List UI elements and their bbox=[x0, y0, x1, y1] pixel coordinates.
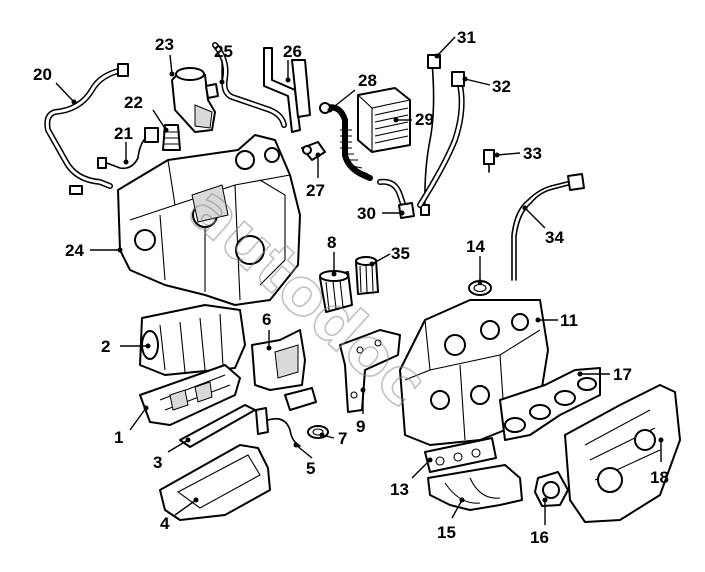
callout-label: 3 bbox=[153, 453, 162, 472]
callout-label: 4 bbox=[160, 514, 170, 533]
callout-20: 20 bbox=[33, 65, 77, 105]
temperature-sensor-wire bbox=[97, 127, 159, 170]
callout-label: 29 bbox=[415, 110, 434, 129]
callout-label: 5 bbox=[306, 459, 315, 478]
callout-label: 32 bbox=[492, 77, 511, 96]
water-pump bbox=[534, 471, 569, 507]
dipstick-tube bbox=[417, 71, 465, 208]
callout-label: 34 bbox=[545, 228, 564, 247]
callout-label: 11 bbox=[560, 311, 578, 330]
callout-17: 17 bbox=[577, 365, 632, 384]
timing-cover bbox=[564, 384, 681, 523]
callout-9: 9 bbox=[356, 387, 366, 436]
callout-3: 3 bbox=[153, 437, 191, 472]
vent-hose bbox=[205, 42, 287, 128]
callout-label: 8 bbox=[327, 233, 336, 252]
callout-label: 27 bbox=[306, 181, 325, 200]
callout-28: 28 bbox=[327, 71, 377, 113]
callout-label: 23 bbox=[155, 35, 174, 54]
pipe-bracket bbox=[263, 47, 311, 133]
head-gasket bbox=[339, 329, 401, 413]
callout-5: 5 bbox=[293, 442, 315, 478]
callout-15: 15 bbox=[437, 497, 465, 542]
callout-label: 16 bbox=[530, 528, 549, 547]
callout-label: 30 bbox=[357, 204, 376, 223]
callout-label: 26 bbox=[283, 42, 302, 61]
callout-31: 31 bbox=[434, 28, 476, 59]
callout-4: 4 bbox=[160, 497, 199, 533]
callout-18: 18 bbox=[650, 437, 669, 487]
callout-label: 1 bbox=[114, 428, 123, 447]
callout-label: 7 bbox=[338, 429, 347, 448]
callout-13: 13 bbox=[390, 457, 433, 499]
oil-cooler bbox=[357, 87, 411, 153]
crankcase-lower bbox=[139, 304, 246, 376]
callout-label: 20 bbox=[33, 65, 52, 84]
engine-bracket bbox=[251, 329, 306, 391]
callout-6: 6 bbox=[262, 310, 272, 351]
callout-label: 6 bbox=[262, 310, 271, 329]
callout-16: 16 bbox=[530, 497, 549, 547]
oil-pressure-sensor bbox=[483, 149, 495, 173]
oil-filter bbox=[319, 270, 353, 313]
callout-24: 24 bbox=[65, 241, 123, 260]
callout-label: 28 bbox=[358, 71, 377, 90]
oil-dipstick bbox=[420, 54, 441, 216]
callout-25: 25 bbox=[214, 42, 233, 85]
callout-label: 25 bbox=[214, 42, 233, 61]
callout-32: 32 bbox=[462, 76, 511, 96]
callout-11: 11 bbox=[535, 311, 578, 330]
callout-label: 2 bbox=[101, 337, 110, 356]
callout-label: 21 bbox=[114, 124, 133, 143]
callout-35: 35 bbox=[369, 244, 410, 267]
callout-label: 33 bbox=[523, 144, 542, 163]
callout-label: 22 bbox=[124, 93, 143, 112]
callout-8: 8 bbox=[327, 233, 337, 277]
callout-label: 24 bbox=[65, 241, 84, 260]
engine-block bbox=[117, 134, 301, 306]
callout-22: 22 bbox=[124, 93, 169, 133]
callout-label: 17 bbox=[613, 365, 632, 384]
callout-label: 13 bbox=[390, 480, 409, 499]
intake-manifold bbox=[499, 367, 601, 441]
callout-26: 26 bbox=[283, 42, 302, 83]
callout-label: 14 bbox=[466, 237, 485, 256]
callout-30: 30 bbox=[357, 204, 405, 223]
callout-14: 14 bbox=[466, 237, 485, 285]
callout-27: 27 bbox=[306, 152, 325, 200]
callout-21: 21 bbox=[114, 124, 133, 165]
callout-label: 35 bbox=[391, 244, 410, 263]
oil-level-sensor bbox=[255, 387, 317, 447]
callout-2: 2 bbox=[101, 337, 151, 356]
oil-separator bbox=[171, 67, 216, 133]
callout-label: 18 bbox=[650, 468, 669, 487]
callout-33: 33 bbox=[494, 144, 542, 163]
breather-hose bbox=[44, 63, 129, 195]
hose-clip bbox=[301, 141, 326, 161]
callout-label: 15 bbox=[437, 523, 456, 542]
callout-7: 7 bbox=[319, 429, 347, 448]
exhaust-gasket bbox=[424, 437, 497, 473]
oil-pan-upper bbox=[139, 364, 241, 426]
callout-label: 31 bbox=[457, 28, 476, 47]
callout-34: 34 bbox=[522, 205, 564, 247]
callout-29: 29 bbox=[393, 110, 434, 129]
callout-1: 1 bbox=[114, 405, 149, 447]
oil-pan-lower bbox=[159, 444, 271, 521]
callout-label: 9 bbox=[356, 417, 365, 436]
exhaust-manifold bbox=[427, 464, 523, 511]
return-pipe bbox=[511, 173, 585, 281]
callout-23: 23 bbox=[155, 35, 175, 77]
